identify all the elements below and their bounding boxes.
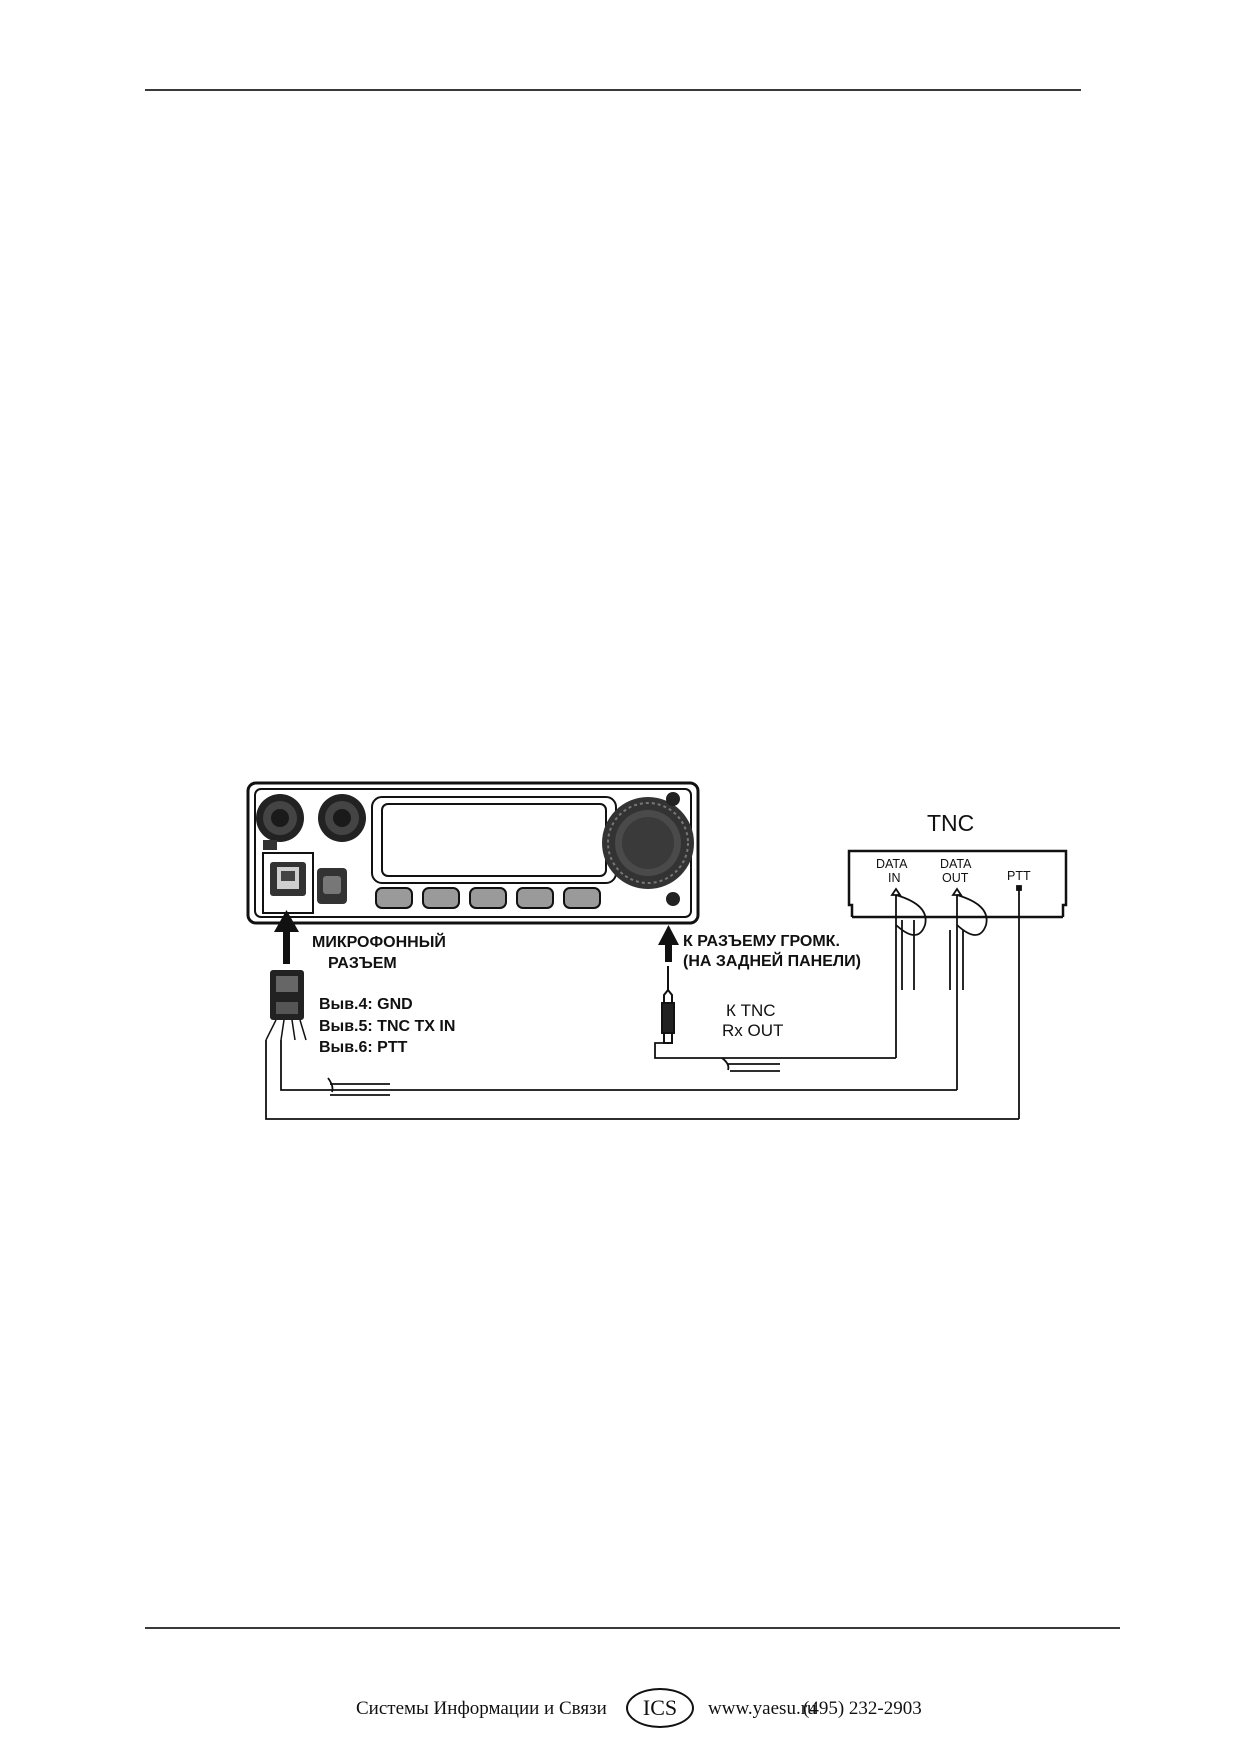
tnc-title: TNC bbox=[927, 810, 974, 836]
modular-plug bbox=[265, 970, 307, 1041]
pin-label: Выв.5: TNC TX IN bbox=[319, 1018, 455, 1035]
screw-icon bbox=[666, 792, 680, 806]
footer-organization: Системы Информации и Связи bbox=[356, 1698, 607, 1719]
page-footer: Системы Информации и Связи ICS www.yaesu… bbox=[0, 1688, 1239, 1728]
mic-jack-label: МИКРОФОННЫЙ bbox=[312, 932, 446, 951]
bottom-rule bbox=[145, 1627, 1120, 1629]
speaker-jack-label: К РАЗЪЕМУ ГРОМК. bbox=[683, 933, 840, 950]
pin-label: Выв.4: GND bbox=[319, 996, 413, 1013]
tnc-data-out-connector bbox=[949, 887, 988, 1090]
lcd-display bbox=[371, 796, 617, 884]
mic-jack bbox=[262, 852, 314, 914]
ics-logo: ICS bbox=[626, 1688, 694, 1728]
cable-wires bbox=[265, 1040, 1019, 1120]
led-indicator bbox=[263, 840, 277, 850]
tnc-data-out-label: OUT bbox=[942, 871, 969, 885]
mic-jack-label: РАЗЪЕМ bbox=[328, 955, 397, 972]
tnc-data-in-label: IN bbox=[888, 871, 901, 885]
tnc-data-out-label: DATA bbox=[940, 857, 972, 871]
tnc-ptt-connector bbox=[1016, 885, 1022, 1119]
phone-plug bbox=[661, 966, 675, 1044]
footer-website: www.yaesu.ru bbox=[708, 1698, 817, 1719]
to-tnc-label: Rx OUT bbox=[722, 1021, 783, 1040]
arrow-up-icon bbox=[274, 910, 299, 964]
top-rule bbox=[145, 89, 1081, 91]
to-tnc-label: К TNC bbox=[726, 1001, 776, 1020]
tnc-data-in-label: DATA bbox=[876, 857, 908, 871]
data-jack bbox=[317, 868, 347, 904]
screw-icon bbox=[666, 892, 680, 906]
tnc-ptt-label: PTT bbox=[1007, 869, 1031, 883]
dial-knob bbox=[602, 797, 694, 889]
tnc-data-in-connector bbox=[890, 887, 927, 1058]
footer-phone: (495) 232-2903 bbox=[803, 1698, 922, 1719]
volume-knob bbox=[256, 794, 304, 842]
squelch-knob bbox=[318, 794, 366, 842]
front-panel-keys bbox=[375, 887, 601, 909]
arrow-up-icon bbox=[658, 925, 679, 962]
speaker-jack-label: (НА ЗАДНЕЙ ПАНЕЛИ) bbox=[683, 951, 861, 970]
pin-label: Выв.6: PTT bbox=[319, 1039, 408, 1056]
